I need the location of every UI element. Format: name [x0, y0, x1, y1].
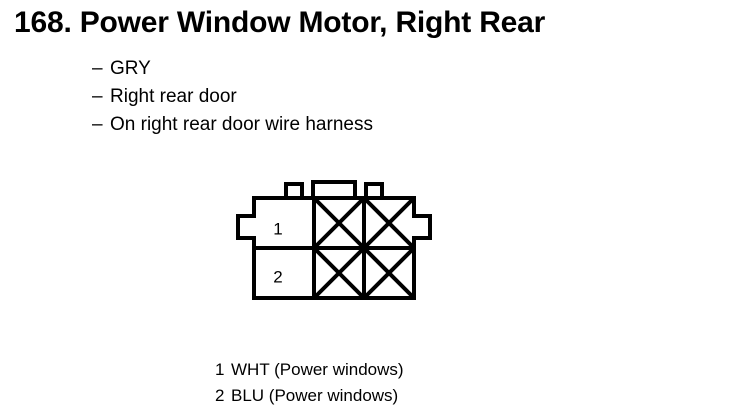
legend-item: 2 BLU (Power windows)	[215, 383, 404, 409]
page-title: 168. Power Window Motor, Right Rear	[14, 6, 546, 39]
pin-legend: 1 WHT (Power windows) 2 BLU (Power windows…	[215, 357, 404, 409]
legend-pin-number: 1	[215, 360, 225, 379]
blocked-cavity-x-1	[314, 198, 364, 248]
legend-pin-label: BLU (Power windows)	[231, 386, 399, 405]
dash-icon: –	[92, 86, 103, 107]
list-item-label: Right rear door	[110, 86, 237, 107]
blocked-cavity-x-3	[314, 248, 364, 298]
connector-body-outline	[236, 196, 432, 300]
blocked-cavity-x-2	[364, 198, 414, 248]
blocked-cavity-x-4	[364, 248, 414, 298]
connector-svg: 1 2	[236, 180, 432, 300]
list-item: –GRY	[92, 55, 373, 83]
description-list: –GRY –Right rear door –On right rear doo…	[92, 55, 373, 139]
legend-pin-label: WHT (Power windows)	[231, 360, 404, 379]
pin-number-1: 1	[273, 219, 282, 238]
list-item-label: GRY	[110, 58, 151, 79]
legend-pin-number: 2	[215, 386, 225, 405]
pin-number-2: 2	[273, 267, 282, 286]
connector-tab-right	[364, 182, 384, 200]
connector-diagram: 1 2	[228, 180, 458, 325]
connector-tab-left	[284, 182, 304, 200]
list-item: –On right rear door wire harness	[92, 111, 373, 139]
dash-icon: –	[92, 58, 103, 79]
connector-tab-center	[311, 180, 357, 200]
list-item-label: On right rear door wire harness	[110, 114, 373, 135]
list-item: –Right rear door	[92, 83, 373, 111]
legend-item: 1 WHT (Power windows)	[215, 357, 404, 383]
dash-icon: –	[92, 114, 103, 135]
